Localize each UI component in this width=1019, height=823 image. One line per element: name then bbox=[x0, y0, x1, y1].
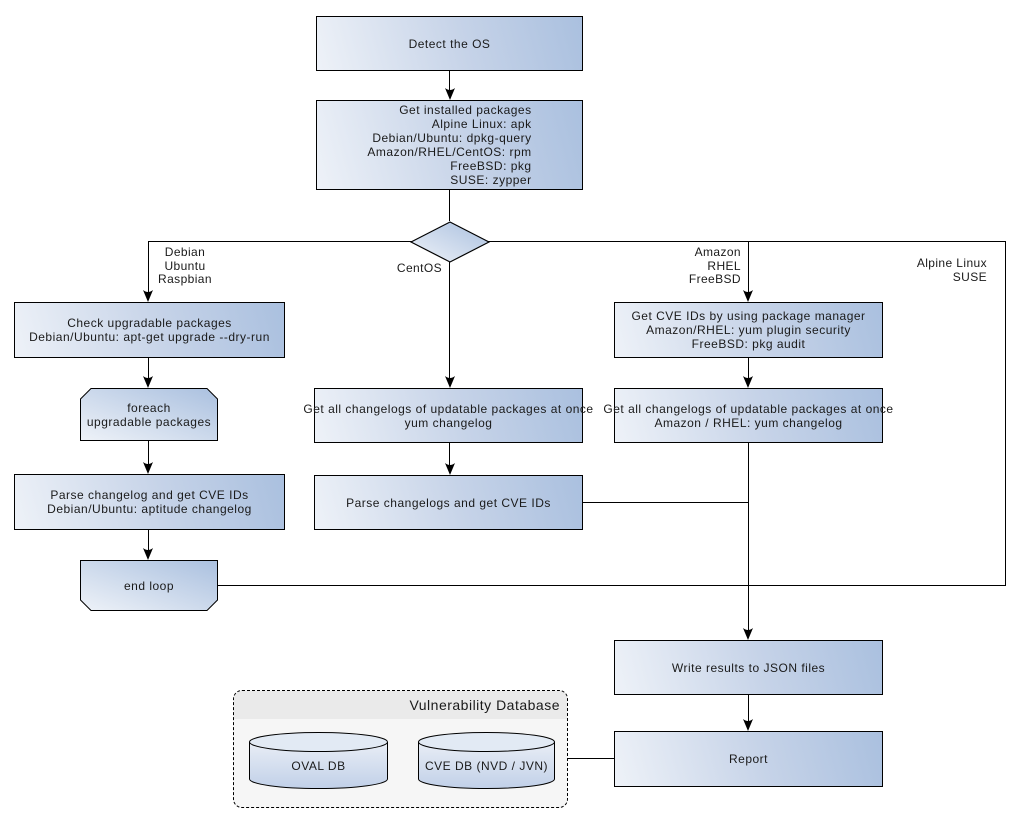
arrowhead-icon bbox=[743, 628, 753, 640]
node-parse-changelog-deb: Parse changelog and get CVE IDs Debian/U… bbox=[14, 474, 285, 530]
edge-centos-branch bbox=[449, 262, 450, 383]
edge-check-to-foreach bbox=[148, 358, 149, 383]
arrowhead-icon bbox=[445, 463, 455, 475]
arrowhead-icon bbox=[743, 719, 753, 731]
edge-diamond-left bbox=[148, 241, 412, 242]
edge-centos-changelog-to-parse bbox=[449, 443, 450, 470]
arrowhead-icon bbox=[743, 290, 753, 302]
branch-label-line: RHEL bbox=[707, 258, 741, 273]
arrowhead-icon bbox=[143, 548, 153, 560]
branch-label-line: FreeBSD bbox=[688, 272, 741, 286]
database-cylinder-cve: CVE DB (NVD / JVN) bbox=[418, 732, 555, 789]
node-report: Report bbox=[614, 731, 883, 787]
edge-installed-to-diamond bbox=[449, 190, 450, 221]
cylinder-label: OVAL DB bbox=[291, 758, 346, 773]
branch-label-line: Ubuntu bbox=[164, 258, 206, 273]
node-text: SUSE: zypper bbox=[450, 173, 532, 187]
branch-label-amazon: Amazon RHEL FreeBSD bbox=[665, 245, 741, 287]
edge-amazon-branch bbox=[748, 241, 749, 297]
node-get-changelogs-amazon: Get all changelogs of updatable packages… bbox=[603, 388, 893, 443]
node-text: foreach bbox=[127, 400, 171, 415]
arrowhead-icon bbox=[143, 462, 153, 474]
node-text: Write results to JSON files bbox=[671, 660, 826, 675]
node-text: Debian/Ubuntu: aptitude changelog bbox=[47, 502, 252, 516]
edge-parse-to-endloop bbox=[148, 530, 149, 555]
edge-debian-branch bbox=[148, 241, 149, 297]
arrowhead-icon bbox=[143, 376, 153, 388]
node-os-decision-diamond bbox=[410, 221, 490, 263]
edge-alpine-branch bbox=[1005, 241, 1006, 586]
node-check-upgradable: Check upgradable packages Debian/Ubuntu:… bbox=[14, 302, 285, 358]
node-text: Get CVE IDs by using package manager bbox=[631, 309, 866, 323]
branch-label-line: Alpine Linux bbox=[916, 256, 987, 270]
node-parse-changelogs-centos: Parse changelogs and get CVE IDs bbox=[314, 475, 583, 530]
branch-label-centos: CentOS bbox=[380, 261, 442, 276]
node-text: Parse changelog and get CVE IDs bbox=[50, 488, 249, 502]
node-text: FreeBSD: pkg bbox=[450, 159, 532, 173]
branch-label-line: CentOS bbox=[396, 261, 442, 275]
node-foreach-loop: foreach upgradable packages bbox=[80, 388, 218, 441]
edge-diamond-right bbox=[488, 241, 1006, 242]
node-text: Check upgradable packages bbox=[67, 316, 232, 330]
branch-label-line: SUSE bbox=[952, 269, 987, 284]
edge-parse-centos-to-main bbox=[583, 502, 749, 503]
node-get-installed-packages: Get installed packages Alpine Linux: apk… bbox=[316, 100, 583, 190]
node-text: Amazon / RHEL: yum changelog bbox=[654, 415, 843, 430]
arrowhead-icon bbox=[445, 88, 455, 100]
node-text: end loop bbox=[123, 578, 175, 593]
edge-foreach-to-parse bbox=[148, 441, 149, 469]
edge-vulndb-to-report bbox=[568, 758, 614, 759]
arrowhead-icon bbox=[743, 376, 753, 388]
edge-write-to-report bbox=[748, 695, 749, 723]
arrowhead-icon bbox=[143, 290, 153, 302]
node-end-loop: end loop bbox=[80, 560, 218, 611]
cylinder-label: CVE DB (NVD / JVN) bbox=[424, 758, 548, 773]
node-text: upgradable packages bbox=[86, 414, 212, 429]
node-text: Amazon/RHEL/CentOS: rpm bbox=[367, 145, 532, 159]
node-text: Alpine Linux: apk bbox=[431, 117, 532, 131]
database-cylinder-oval: OVAL DB bbox=[249, 732, 388, 789]
node-get-changelogs-centos: Get all changelogs of updatable packages… bbox=[303, 388, 593, 443]
panel-header: Vulnerability Database bbox=[234, 691, 567, 719]
edge-detect-to-installed bbox=[449, 71, 450, 95]
edge-cveids-to-changelogs bbox=[748, 358, 749, 383]
edge-main-to-write bbox=[748, 443, 749, 633]
node-text: Get installed packages bbox=[399, 103, 532, 117]
node-text: Detect the OS bbox=[408, 36, 491, 51]
vulnerability-database-panel: Vulnerability Database OVAL DB CVE DB (N… bbox=[233, 690, 568, 808]
branch-label-line: Raspbian bbox=[158, 272, 212, 286]
node-text: Amazon/RHEL: yum plugin security bbox=[646, 323, 851, 337]
node-detect-os: Detect the OS bbox=[316, 16, 583, 71]
node-text: Get all changelogs of updatable packages… bbox=[303, 401, 594, 416]
branch-label-alpine: Alpine Linux SUSE bbox=[890, 256, 987, 284]
node-text: FreeBSD: pkg audit bbox=[691, 337, 806, 351]
node-write-results: Write results to JSON files bbox=[614, 640, 883, 695]
node-text: Debian/Ubuntu: apt-get upgrade --dry-run bbox=[29, 330, 270, 344]
node-text: Get all changelogs of updatable packages… bbox=[603, 401, 894, 416]
node-text: Parse changelogs and get CVE IDs bbox=[346, 495, 551, 510]
arrowhead-icon bbox=[445, 376, 455, 388]
node-get-cve-ids-pkg-mgr: Get CVE IDs by using package manager Ama… bbox=[614, 302, 883, 358]
node-text: yum changelog bbox=[404, 415, 493, 430]
branch-label-debian: Debian Ubuntu Raspbian bbox=[150, 245, 220, 287]
node-text: Debian/Ubuntu: dpkg-query bbox=[372, 131, 532, 145]
node-text: Report bbox=[728, 752, 769, 766]
panel-title: Vulnerability Database bbox=[409, 697, 560, 713]
branch-label-line: Amazon bbox=[694, 245, 741, 259]
branch-label-line: Debian bbox=[164, 245, 206, 259]
edge-endloop-to-right bbox=[218, 585, 1006, 586]
